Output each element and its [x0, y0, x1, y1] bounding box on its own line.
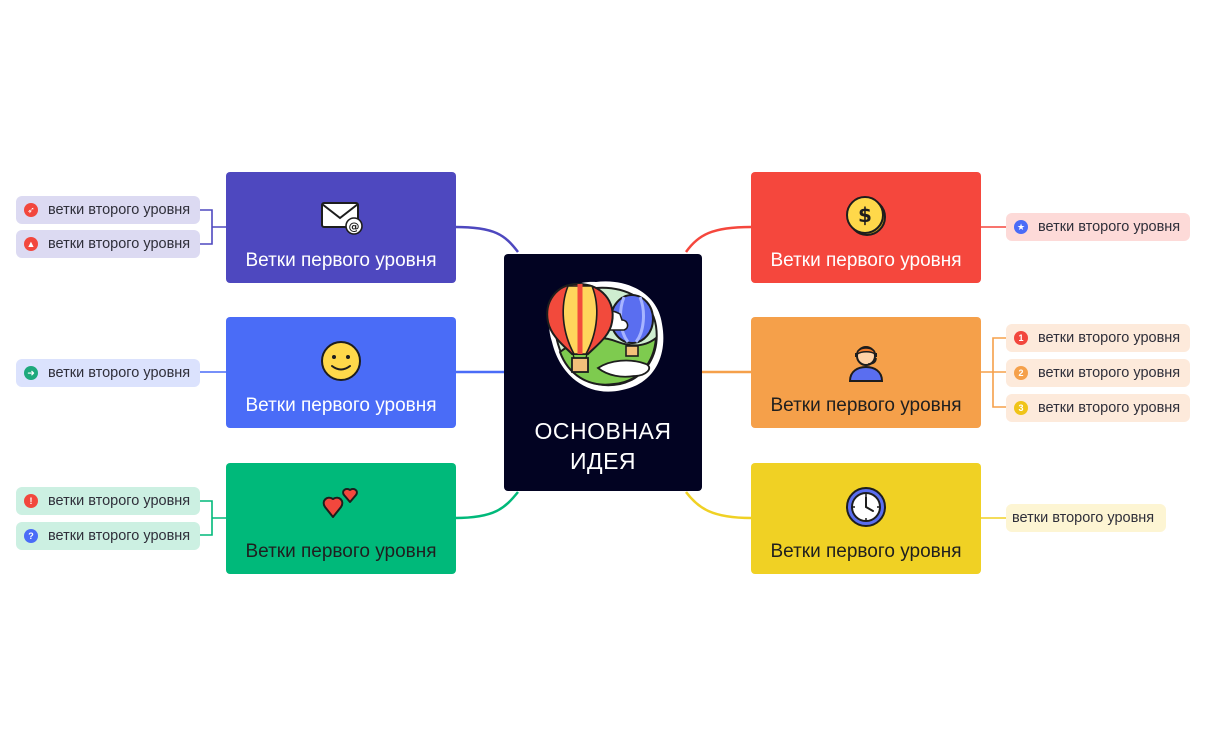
dollar-coin-icon: $: [846, 196, 886, 236]
branch-right-bottom-label: Ветки первого уровня: [770, 541, 962, 562]
subbranch-left-top-2[interactable]: ▲ ветки второго уровня: [16, 230, 200, 258]
central-topic[interactable]: ОСНОВНАЯ ИДЕЯ: [504, 254, 702, 491]
email-icon: @: [321, 202, 363, 235]
star-icon: ★: [1014, 220, 1028, 234]
subbranch-right-mid-1[interactable]: 1 ветки второго уровня: [1006, 324, 1190, 352]
central-topic-line1: ОСНОВНАЯ: [534, 418, 672, 444]
subbranch-left-bottom-1[interactable]: ! ветки второго уровня: [16, 487, 200, 515]
priority-3-icon: 3: [1014, 401, 1028, 415]
branch-left-mid-label: Ветки первого уровня: [245, 395, 437, 416]
support-agent-icon: [848, 346, 884, 382]
subbranch-right-mid-2[interactable]: 2 ветки второго уровня: [1006, 359, 1190, 387]
branch-right-mid[interactable]: Ветки первого уровня: [751, 317, 981, 428]
thumbs-up-icon: ▲: [24, 237, 38, 251]
connector-left-bottom: [454, 491, 519, 520]
exclamation-icon: !: [24, 494, 38, 508]
connector-rm-children: [980, 337, 1006, 408]
svg-text:$: $: [858, 203, 872, 227]
connector-left-top: [454, 225, 519, 253]
connector-right-bottom: [685, 491, 752, 520]
priority-2-icon: 2: [1014, 366, 1028, 380]
branch-left-bottom-label: Ветки первого уровня: [245, 541, 437, 562]
subbranch-right-bottom-1[interactable]: ветки второго уровня: [1006, 504, 1166, 532]
central-topic-line2: ИДЕЯ: [569, 448, 637, 474]
priority-1-icon: 1: [1014, 331, 1028, 345]
subbranch-right-mid-3[interactable]: 3 ветки второго уровня: [1006, 394, 1190, 422]
hot-air-balloon-icon: [546, 281, 664, 392]
rocket-icon: ➶: [24, 203, 38, 217]
subbranch-left-top-1[interactable]: ➶ ветки второго уровня: [16, 196, 200, 224]
subbranch-label: ветки второго уровня: [1038, 219, 1181, 235]
question-icon: ?: [24, 529, 38, 543]
subbranch-label: ветки второго уровня: [1038, 330, 1181, 346]
branch-right-top[interactable]: $ Ветки первого уровня: [751, 172, 981, 283]
subbranch-label: ветки второго уровня: [48, 202, 191, 218]
svg-text:@: @: [349, 220, 360, 233]
subbranch-label: ветки второго уровня: [48, 365, 191, 381]
subbranch-label: ветки второго уровня: [1038, 365, 1181, 381]
branch-right-mid-label: Ветки первого уровня: [770, 395, 962, 416]
branch-right-bottom[interactable]: Ветки первого уровня: [751, 463, 981, 574]
connector-right-top: [684, 225, 752, 253]
branch-left-mid[interactable]: Ветки первого уровня: [226, 317, 456, 428]
subbranch-left-bottom-2[interactable]: ? ветки второго уровня: [16, 522, 200, 550]
hearts-icon: [322, 487, 358, 518]
subbranch-label: ветки второго уровня: [1012, 510, 1155, 526]
subbranch-label: ветки второго уровня: [48, 493, 191, 509]
subbranch-left-mid-1[interactable]: ➜ ветки второго уровня: [16, 359, 200, 387]
subbranch-label: ветки второго уровня: [1038, 400, 1181, 416]
subbranch-label: ветки второго уровня: [48, 236, 191, 252]
clock-icon: [846, 487, 886, 527]
branch-right-top-label: Ветки первого уровня: [770, 250, 962, 271]
branch-left-bottom[interactable]: Ветки первого уровня: [226, 463, 456, 574]
smiley-icon: [321, 341, 361, 381]
subbranch-right-top-1[interactable]: ★ ветки второго уровня: [1006, 213, 1190, 241]
subbranch-label: ветки второго уровня: [48, 528, 191, 544]
branch-left-top[interactable]: @ Ветки первого уровня: [226, 172, 456, 283]
connector-lt-children: [200, 209, 226, 245]
running-person-icon: ➜: [24, 366, 38, 380]
connector-lb-children: [200, 500, 226, 536]
branch-left-top-label: Ветки первого уровня: [245, 250, 437, 271]
